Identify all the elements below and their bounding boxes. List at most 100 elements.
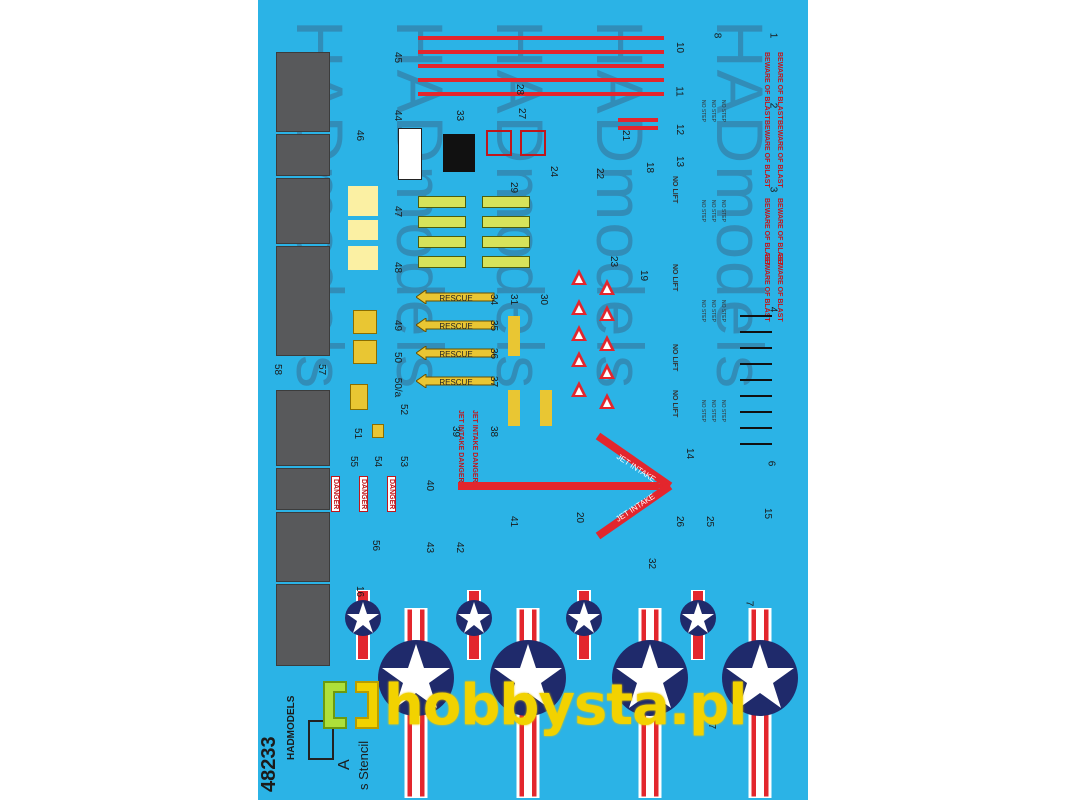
red-outline-square: [520, 130, 546, 156]
decal-number: 1: [767, 32, 779, 39]
badge-bracket-icon: [323, 681, 379, 729]
decal-number: 43: [424, 541, 436, 554]
decal-number: 4: [767, 306, 779, 313]
yellow-stencil: [350, 384, 368, 410]
decal-number: 37: [488, 375, 500, 388]
svg-text:RESCUE: RESCUE: [439, 350, 472, 359]
decal-number: 13: [674, 155, 686, 168]
jet-intake-danger-label: JET INTAKE DANGER: [471, 410, 478, 483]
no-step-stencil: NO STEP: [700, 300, 706, 322]
decal-number: 32: [646, 557, 658, 570]
red-stripe: [418, 64, 664, 68]
yellow-stencil: [353, 340, 377, 364]
decal-number: 25: [704, 515, 716, 528]
decal-number: 26: [674, 515, 686, 528]
no-lift-stencil: NO LIFT: [671, 264, 678, 292]
decal-number: 20: [574, 511, 586, 524]
us-insignia-small: [680, 590, 716, 660]
warning-triangle: [599, 393, 615, 409]
red-stripe: [618, 126, 658, 130]
decal-number: 6: [765, 460, 777, 467]
decal-number: 49: [392, 319, 404, 332]
svg-text:RESCUE: RESCUE: [439, 294, 472, 303]
decal-number: 23: [608, 255, 620, 268]
gray-panel: [276, 178, 330, 244]
decal-number: 31: [508, 293, 520, 306]
warning-triangle: [599, 279, 615, 295]
pale-yellow-patch: [348, 220, 378, 240]
red-stripe: [418, 92, 664, 96]
no-step-stencil: NO STEP: [720, 200, 726, 222]
beware-blast-stencil: BEWARE OF BLAST: [763, 120, 770, 188]
us-insignia-large: [378, 608, 454, 798]
decal-number: 58: [272, 363, 284, 376]
decal-number: 16: [354, 585, 366, 598]
beware-blast-stencil: BEWARE OF BLAST: [776, 52, 783, 120]
no-step-stencil: NO STEP: [720, 300, 726, 322]
yellow-bar-pair: [482, 236, 530, 248]
decal-number: 28: [514, 83, 526, 96]
no-lift-stencil: NO LIFT: [671, 344, 678, 372]
red-stripe: [418, 50, 664, 54]
rescue-arrow: RESCUE: [416, 290, 495, 304]
us-insignia-large: [612, 608, 688, 798]
decal-number: 40: [424, 479, 436, 492]
had-logo-box: [308, 720, 334, 760]
warning-triangle: [599, 335, 615, 351]
decal-number: 14: [684, 447, 696, 460]
us-insignia-large: [490, 608, 566, 798]
red-stripe: [418, 78, 664, 82]
jet-intake-chevron: JET INTAKE JET INTAKE: [458, 432, 673, 540]
warning-triangle: [599, 305, 615, 321]
yellow-bar-pair: [482, 196, 530, 208]
decal-number: 21: [620, 129, 632, 142]
red-outline-square: [486, 130, 512, 156]
no-step-stencil: NO STEP: [710, 400, 716, 422]
gray-panel: [276, 584, 330, 666]
no-step-stencil: NO STEP: [710, 300, 716, 322]
product-code: 48233: [258, 736, 280, 792]
warning-triangle: [571, 299, 587, 315]
decal-number: 18: [644, 161, 656, 174]
decal-number: 45: [392, 51, 404, 64]
no-step-stencil: NO STEP: [710, 200, 716, 222]
brand-label: HADMODELS: [286, 695, 297, 760]
decal-number: 29: [508, 181, 520, 194]
gray-panel: [276, 134, 330, 176]
yellow-bar-pair: [418, 216, 466, 228]
rescue-arrow: RESCUE: [416, 374, 495, 388]
decal-number: 11: [673, 86, 685, 97]
warning-triangle: [571, 381, 587, 397]
decal-number: 54: [372, 455, 384, 468]
yellow-bar-pair: [482, 216, 530, 228]
decal-number: 39: [450, 425, 462, 438]
yellow-bar-pair: [418, 196, 466, 208]
no-lift-stencil: NO LIFT: [671, 390, 678, 418]
decal-number: 46: [354, 129, 366, 142]
no-step-stencil: NO STEP: [700, 100, 706, 122]
svg-text:JET INTAKE: JET INTAKE: [614, 492, 656, 524]
decal-number: 53: [398, 455, 410, 468]
subject-fragment: A: [336, 759, 353, 770]
gray-panel: [276, 246, 330, 356]
gray-panel: [276, 512, 330, 582]
decal-number: 30: [538, 293, 550, 306]
decal-number: 7: [743, 600, 755, 607]
yellow-bar-pair: [482, 256, 530, 268]
warning-triangle: [599, 363, 615, 379]
no-step-stencil: NO STEP: [700, 200, 706, 222]
us-insignia-small: [566, 590, 602, 660]
us-insignia-large: [722, 608, 798, 798]
decal-number: 24: [548, 165, 560, 178]
decal-number: 51: [352, 427, 364, 440]
svg-text:RESCUE: RESCUE: [439, 322, 472, 331]
decal-number: 47: [392, 205, 404, 218]
decal-number: 42: [454, 541, 466, 554]
svg-text:RESCUE: RESCUE: [439, 378, 472, 387]
yellow-bar-pair: [418, 236, 466, 248]
yellow-stencil: [353, 310, 377, 334]
decal-number: 2: [767, 102, 779, 109]
decal-number: 38: [488, 425, 500, 438]
black-arrows-group: [740, 315, 772, 445]
decal-number: 50: [392, 351, 404, 364]
